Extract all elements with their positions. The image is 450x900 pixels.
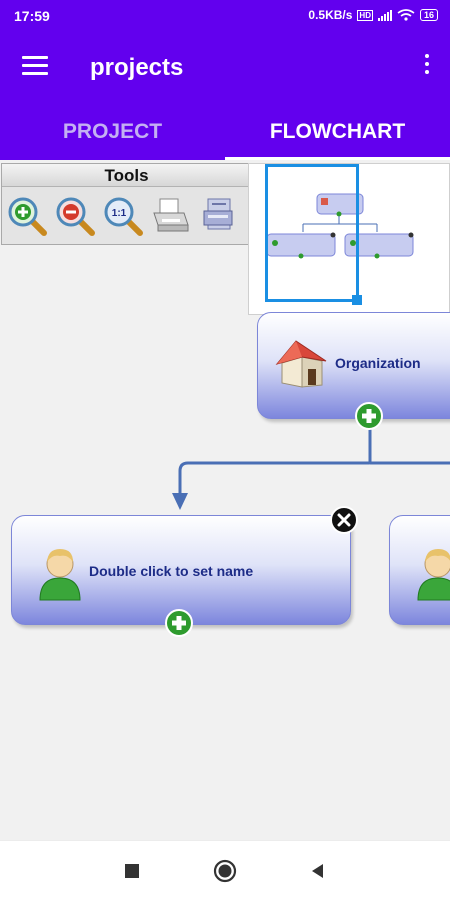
battery-icon: 16 [419,9,438,21]
status-time: 17:59 [14,8,50,24]
tab-project[interactable]: PROJECT [62,120,163,143]
tab-flowchart[interactable]: FLOWCHART [269,120,406,143]
minimap-diagram [266,193,414,259]
node-sibling[interactable] [389,515,450,625]
house-icon [275,340,327,388]
node-organization[interactable]: Organization [257,312,450,419]
network-speed: 0.5KB/s [308,8,353,22]
add-child-icon[interactable] [355,402,383,430]
wifi-icon [397,9,415,21]
square-recents-icon[interactable] [120,859,144,883]
zoom-out-icon[interactable] [54,195,96,237]
user-icon [417,549,450,601]
close-icon[interactable] [330,506,358,534]
minimap-viewport[interactable] [265,164,359,302]
circle-home-icon[interactable] [213,859,237,883]
status-bar: 17:59 0.5KB/s HD 16 [0,0,450,32]
add-child-icon[interactable] [165,609,193,637]
tab-indicator [225,157,450,160]
node-label-organization: Organization [335,355,421,371]
zoom-actual-size-text: 1:1 [112,208,127,219]
zoom-in-icon[interactable] [6,195,48,237]
node-label-child: Double click to set name [89,563,254,579]
page-title: projects [90,54,184,81]
tools-title: Tools [2,164,251,187]
hamburger-menu-icon[interactable] [22,56,48,78]
zoom-actual-size-icon[interactable]: 1:1 [102,195,144,237]
connector-lines [172,422,450,510]
tools-palette: Tools 1:1 [1,163,252,245]
system-nav-bar [0,840,450,900]
node-child[interactable]: Double click to set name [11,515,351,625]
app-bar: projects [0,32,450,104]
minimap-resize-handle[interactable] [352,295,362,305]
triangle-back-icon[interactable] [306,859,330,883]
status-indicators: 0.5KB/s HD 16 [308,8,438,22]
user-icon [39,549,81,601]
print-preview-icon[interactable] [198,195,240,237]
signal-icon [377,9,392,21]
minimap[interactable] [248,163,450,315]
printer-icon[interactable] [150,195,192,237]
tab-bar: PROJECT FLOWCHART [0,104,450,160]
more-vert-icon[interactable] [420,54,434,82]
hd-badge-icon: HD [357,9,373,21]
flowchart-canvas[interactable]: Tools 1:1 [0,160,450,840]
